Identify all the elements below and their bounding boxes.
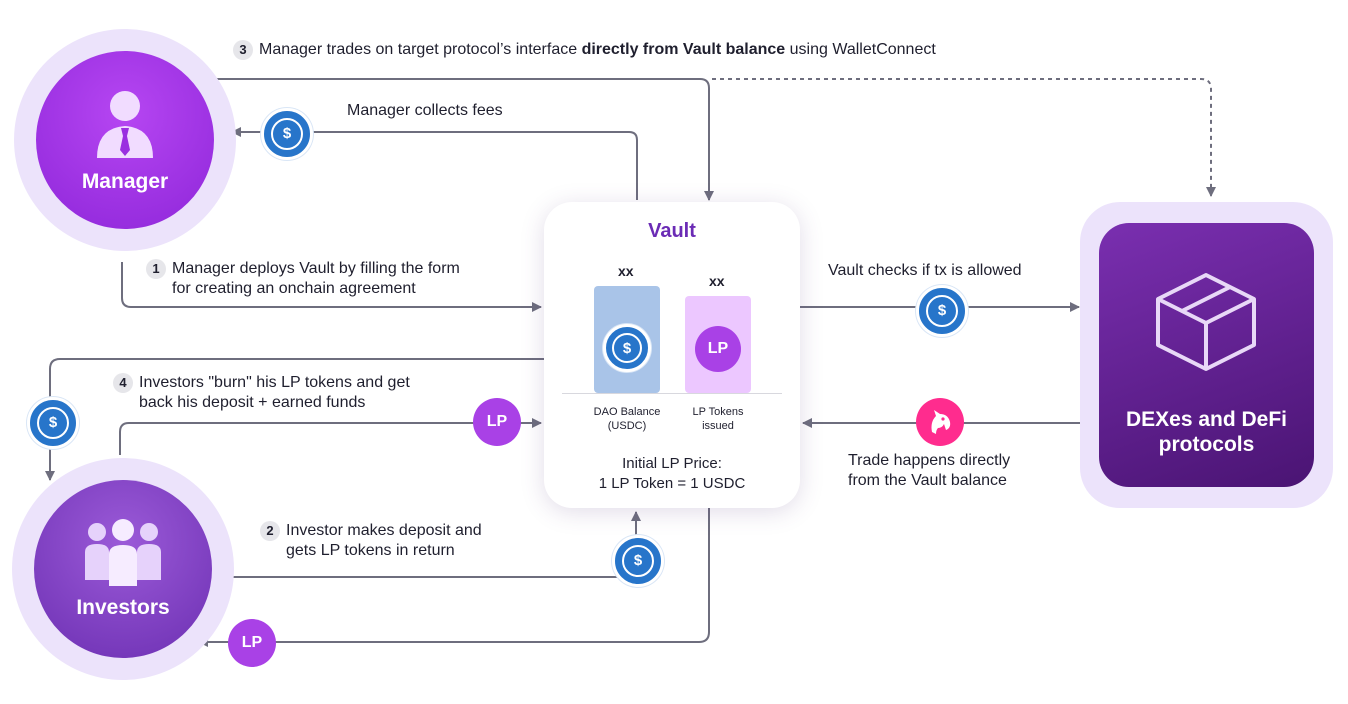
dao-caption-line1: DAO Balance [593, 406, 661, 418]
step3-text-bold: directly from Vault balance [581, 41, 786, 58]
dex-cube-icon [1156, 273, 1256, 371]
vault-checks-label: Vault checks if tx is allowed [828, 262, 1022, 279]
usdc-coin-icon: $ [612, 535, 664, 587]
investors-node: Investors [12, 458, 234, 680]
step1-line1: Manager deploys Vault by filling the for… [172, 260, 460, 277]
dao-balance-caption: DAO Balance (USDC) [582, 405, 672, 433]
lp-caption-line2: issued [702, 420, 734, 432]
arrow-lp-to-investors [198, 508, 710, 647]
dao-balance-bar: $ [594, 286, 660, 393]
manager-person-icon [97, 91, 153, 158]
lp-token-icon: LP [228, 619, 276, 667]
arrow-burn-return [45, 358, 544, 481]
arrow-fees-to-manager [231, 127, 638, 200]
lp-issued-caption: LP Tokens issued [674, 405, 762, 433]
step1-number: 1 [146, 259, 166, 279]
step3-number: 3 [233, 40, 253, 60]
vault-divider [562, 393, 782, 394]
step2-line2: gets LP tokens in return [286, 542, 455, 559]
vault-card: Vault xx xx $ LP DAO Balance (USDC) LP T… [544, 202, 800, 508]
lp-caption-line1: LP Tokens [692, 406, 744, 418]
arrow-walletconnect-dotted [712, 78, 1216, 197]
dex-label: DEXes and DeFi protocols [1099, 407, 1314, 457]
dex-label-line2: protocols [1158, 433, 1255, 456]
step3-label: 3 Manager trades on target protocol’s int… [233, 40, 936, 60]
investors-group-icon [85, 519, 161, 586]
dao-balance-value: xx [618, 263, 634, 279]
dex-node: DEXes and DeFi protocols [1080, 202, 1333, 508]
trade-label-line2: from the Vault balance [848, 472, 1007, 489]
step4-line2: back his deposit + earned funds [139, 394, 366, 411]
arrow-manager-to-vault-trade [200, 78, 714, 201]
step1-line2: for creating an onchain agreement [172, 280, 416, 297]
step3-text: Manager trades on target protocol’s inte… [259, 41, 582, 58]
dao-caption-line2: (USDC) [607, 420, 647, 432]
step4-line1: Investors "burn" his LP tokens and get [139, 374, 410, 391]
lp-token-icon: LP [695, 326, 741, 372]
initial-lp-price: Initial LP Price: 1 LP Token = 1 USDC [544, 454, 800, 494]
step2-number: 2 [260, 521, 280, 541]
usdc-coin-icon: $ [916, 285, 968, 337]
lp-token-icon: LP [473, 398, 521, 446]
trade-label-line1: Trade happens directly [848, 452, 1011, 469]
fees-label: Manager collects fees [347, 102, 503, 119]
step2-line1: Investor makes deposit and [286, 522, 482, 539]
manager-label: Manager [81, 170, 169, 193]
usdc-coin-icon: $ [261, 108, 313, 160]
lp-issued-value: xx [709, 273, 725, 289]
step4-number: 4 [113, 373, 133, 393]
usdc-coin-icon: $ [603, 324, 651, 372]
price-line1: Initial LP Price: [622, 455, 722, 472]
arrow-deploy-vault [121, 262, 542, 312]
lp-issued-bar: LP [685, 296, 751, 393]
investors-label: Investors [76, 596, 170, 619]
arrow-lp-burn-to-vault [119, 418, 542, 455]
usdc-coin-icon: $ [27, 397, 79, 449]
step3-text-end: using WalletConnect [785, 41, 936, 58]
uniswap-unicorn-icon [916, 398, 964, 446]
step1-label: 1 Manager deploys Vault by filling the fo… [146, 259, 460, 299]
trade-label: Trade happens directly from the Vault ba… [848, 451, 1010, 491]
manager-node: Manager [14, 29, 236, 251]
dex-label-line1: DEXes and DeFi [1125, 408, 1288, 431]
vault-title: Vault [648, 220, 696, 242]
step2-label: 2 Investor makes deposit and gets LP toke… [260, 521, 482, 561]
price-line2: 1 LP Token = 1 USDC [598, 475, 746, 492]
